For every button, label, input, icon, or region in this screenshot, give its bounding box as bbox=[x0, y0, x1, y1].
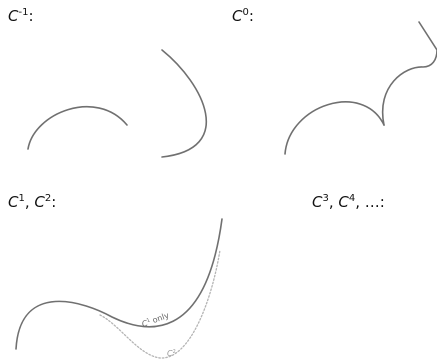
panel-c-minus-1 bbox=[27, 49, 207, 158]
label-superscript: -1 bbox=[18, 7, 29, 18]
curve-segment-left bbox=[284, 101, 385, 155]
curve-c1-smooth bbox=[15, 218, 223, 350]
label-suffix: : bbox=[248, 7, 254, 25]
label-superscript-b: 2 bbox=[44, 193, 52, 204]
panel-label-c-minus-1: C-1: bbox=[8, 7, 34, 25]
panel-label-c1-c2: C1, C2: bbox=[8, 193, 57, 211]
label-superscript-a: 1 bbox=[18, 193, 25, 204]
label-letter-a: C bbox=[8, 193, 19, 211]
label-letter: C bbox=[8, 7, 19, 25]
curve-c2-variant bbox=[99, 249, 221, 359]
label-suffix: : bbox=[51, 193, 57, 211]
curve-segment-right bbox=[161, 49, 207, 158]
label-letter-a: C bbox=[312, 193, 323, 211]
annotation-c2: C2 bbox=[167, 349, 176, 358]
curve-segment-left bbox=[27, 106, 128, 150]
label-letter-b: C bbox=[34, 193, 45, 211]
label-suffix: : bbox=[28, 7, 34, 25]
curve-segment-right bbox=[381, 21, 437, 126]
label-letter: C bbox=[232, 7, 243, 25]
label-superscript-a: 3 bbox=[322, 193, 329, 204]
label-suffix: , …: bbox=[355, 193, 385, 211]
panel-c1-c2: C1 only C2 bbox=[15, 218, 223, 359]
label-separator: , bbox=[328, 193, 339, 211]
label-separator: , bbox=[24, 193, 35, 211]
label-superscript-b: 4 bbox=[348, 193, 356, 204]
panel-c-0 bbox=[284, 21, 437, 155]
panel-label-c3-c4: C3, C4, …: bbox=[312, 193, 385, 211]
panel-label-c-0: C0: bbox=[232, 7, 254, 25]
label-letter-b: C bbox=[338, 193, 349, 211]
label-superscript: 0 bbox=[242, 7, 249, 18]
